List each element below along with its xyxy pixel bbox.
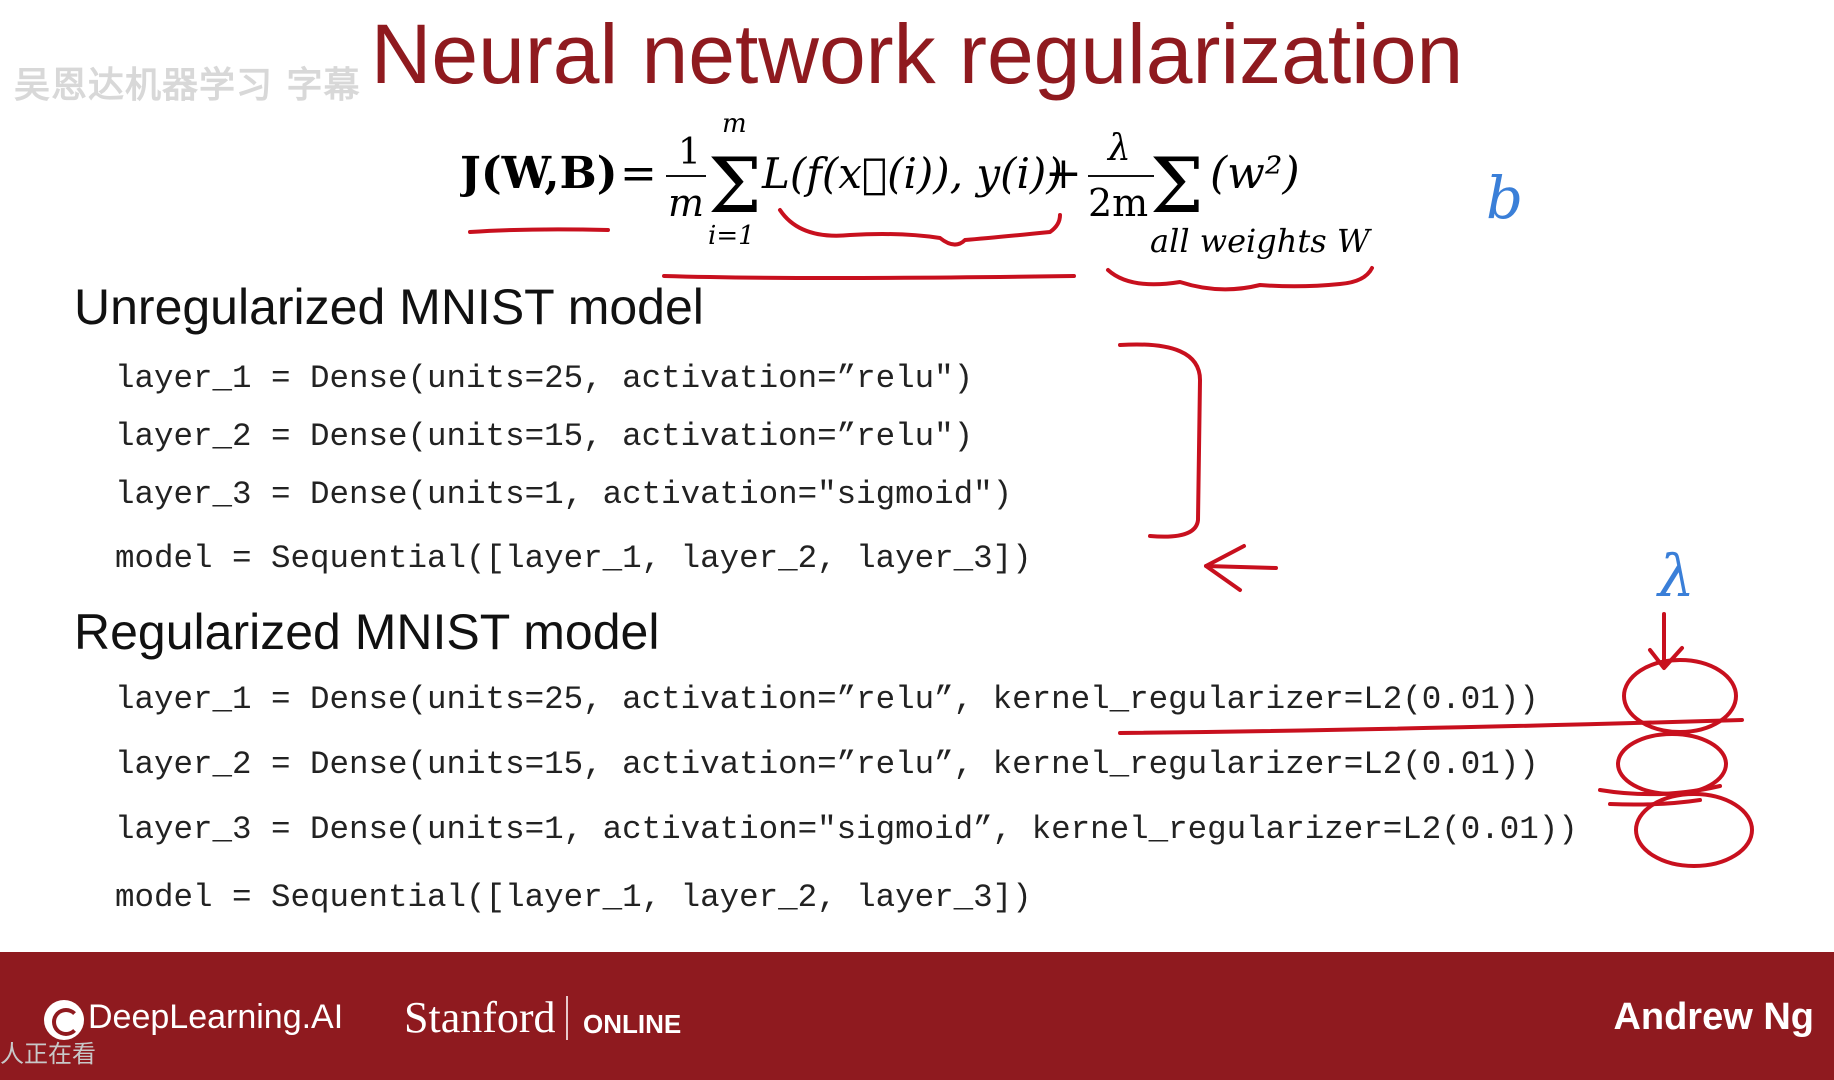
underline-reg-wavy (1106, 266, 1374, 292)
reg-code-line-2: layer_2 = Dense(units=15, activation=”re… (115, 746, 1539, 783)
circle-l2-3 (1634, 792, 1754, 868)
scribble-between-circles (1598, 784, 1722, 807)
sum2-subscript: all weights W (1150, 222, 1373, 260)
footer-online: ONLINE (583, 1009, 682, 1039)
footer-author: Andrew Ng (1613, 996, 1814, 1038)
unreg-code-line-3: layer_3 = Dense(units=1, activation="sig… (115, 476, 1013, 513)
reg-term: (w²) (1210, 148, 1300, 199)
arrow-to-model-head (1204, 544, 1246, 592)
unreg-code-line-2: layer_2 = Dense(units=15, activation=”re… (115, 418, 974, 455)
sum2-symbol: Σ (1150, 141, 1204, 230)
footer-brand: DeepLearning.AI (88, 998, 344, 1036)
frac1-denominator: m (668, 181, 704, 225)
bracket-unreg (1118, 342, 1202, 539)
arrow-lambda-head (1648, 646, 1684, 670)
formula-plus: + (1045, 148, 1082, 199)
frac2-denominator: 2m (1088, 181, 1148, 225)
watermark-text: 吴恩达机器学习 字幕 (14, 65, 361, 106)
handwritten-annotations: b λ (468, 164, 1754, 868)
loss-term: L(f(x⃗(i)), y(i)) (761, 149, 1063, 198)
underline-loss-wavy (778, 208, 1062, 247)
cost-function-formula: J(W,B) = 1 m m Σ i=1 L(f(x⃗(i)), y(i)) +… (460, 112, 1373, 260)
footer-stanford: Stanford (404, 993, 556, 1042)
regularized-heading: Regularized MNIST model (74, 604, 660, 660)
footer-bar: DeepLearning.AI Stanford ONLINE Andrew N… (0, 952, 1834, 1080)
underline-sum (662, 274, 1076, 280)
unreg-code-line-1: layer_1 = Dense(units=25, activation=”re… (115, 360, 974, 397)
sum-symbol: Σ (708, 141, 762, 230)
circle-l2-1 (1622, 658, 1738, 734)
viewers-count-text: 人正在看 (0, 1040, 96, 1068)
underline-kernel-reg (1118, 718, 1744, 735)
handwritten-b: b (1486, 164, 1523, 232)
unregularized-heading: Unregularized MNIST model (74, 279, 704, 335)
frac1-numerator: 1 (678, 132, 701, 173)
underline-J (468, 227, 610, 234)
reg-code-line-1: layer_1 = Dense(units=25, activation=”re… (115, 681, 1539, 718)
handwritten-lambda: λ (1656, 542, 1695, 610)
sum-upper: m (722, 112, 747, 139)
reg-code-line-4: model = Sequential([layer_1, layer_2, la… (115, 879, 1032, 916)
unreg-code-line-4: model = Sequential([layer_1, layer_2, la… (115, 540, 1032, 577)
sum-lower: i=1 (708, 221, 755, 251)
formula-lhs: J(W,B) (460, 148, 618, 199)
reg-code-line-3: layer_3 = Dense(units=1, activation="sig… (115, 811, 1578, 848)
circle-l2-2 (1616, 732, 1728, 796)
formula-equals: = (620, 148, 657, 199)
frac2-numerator: λ (1106, 128, 1131, 169)
slide-title: Neural network regularization (370, 7, 1464, 101)
footer-divider (566, 996, 568, 1040)
deeplearning-logo-icon (44, 1000, 84, 1040)
arrow-to-model-shaft (1204, 564, 1278, 570)
